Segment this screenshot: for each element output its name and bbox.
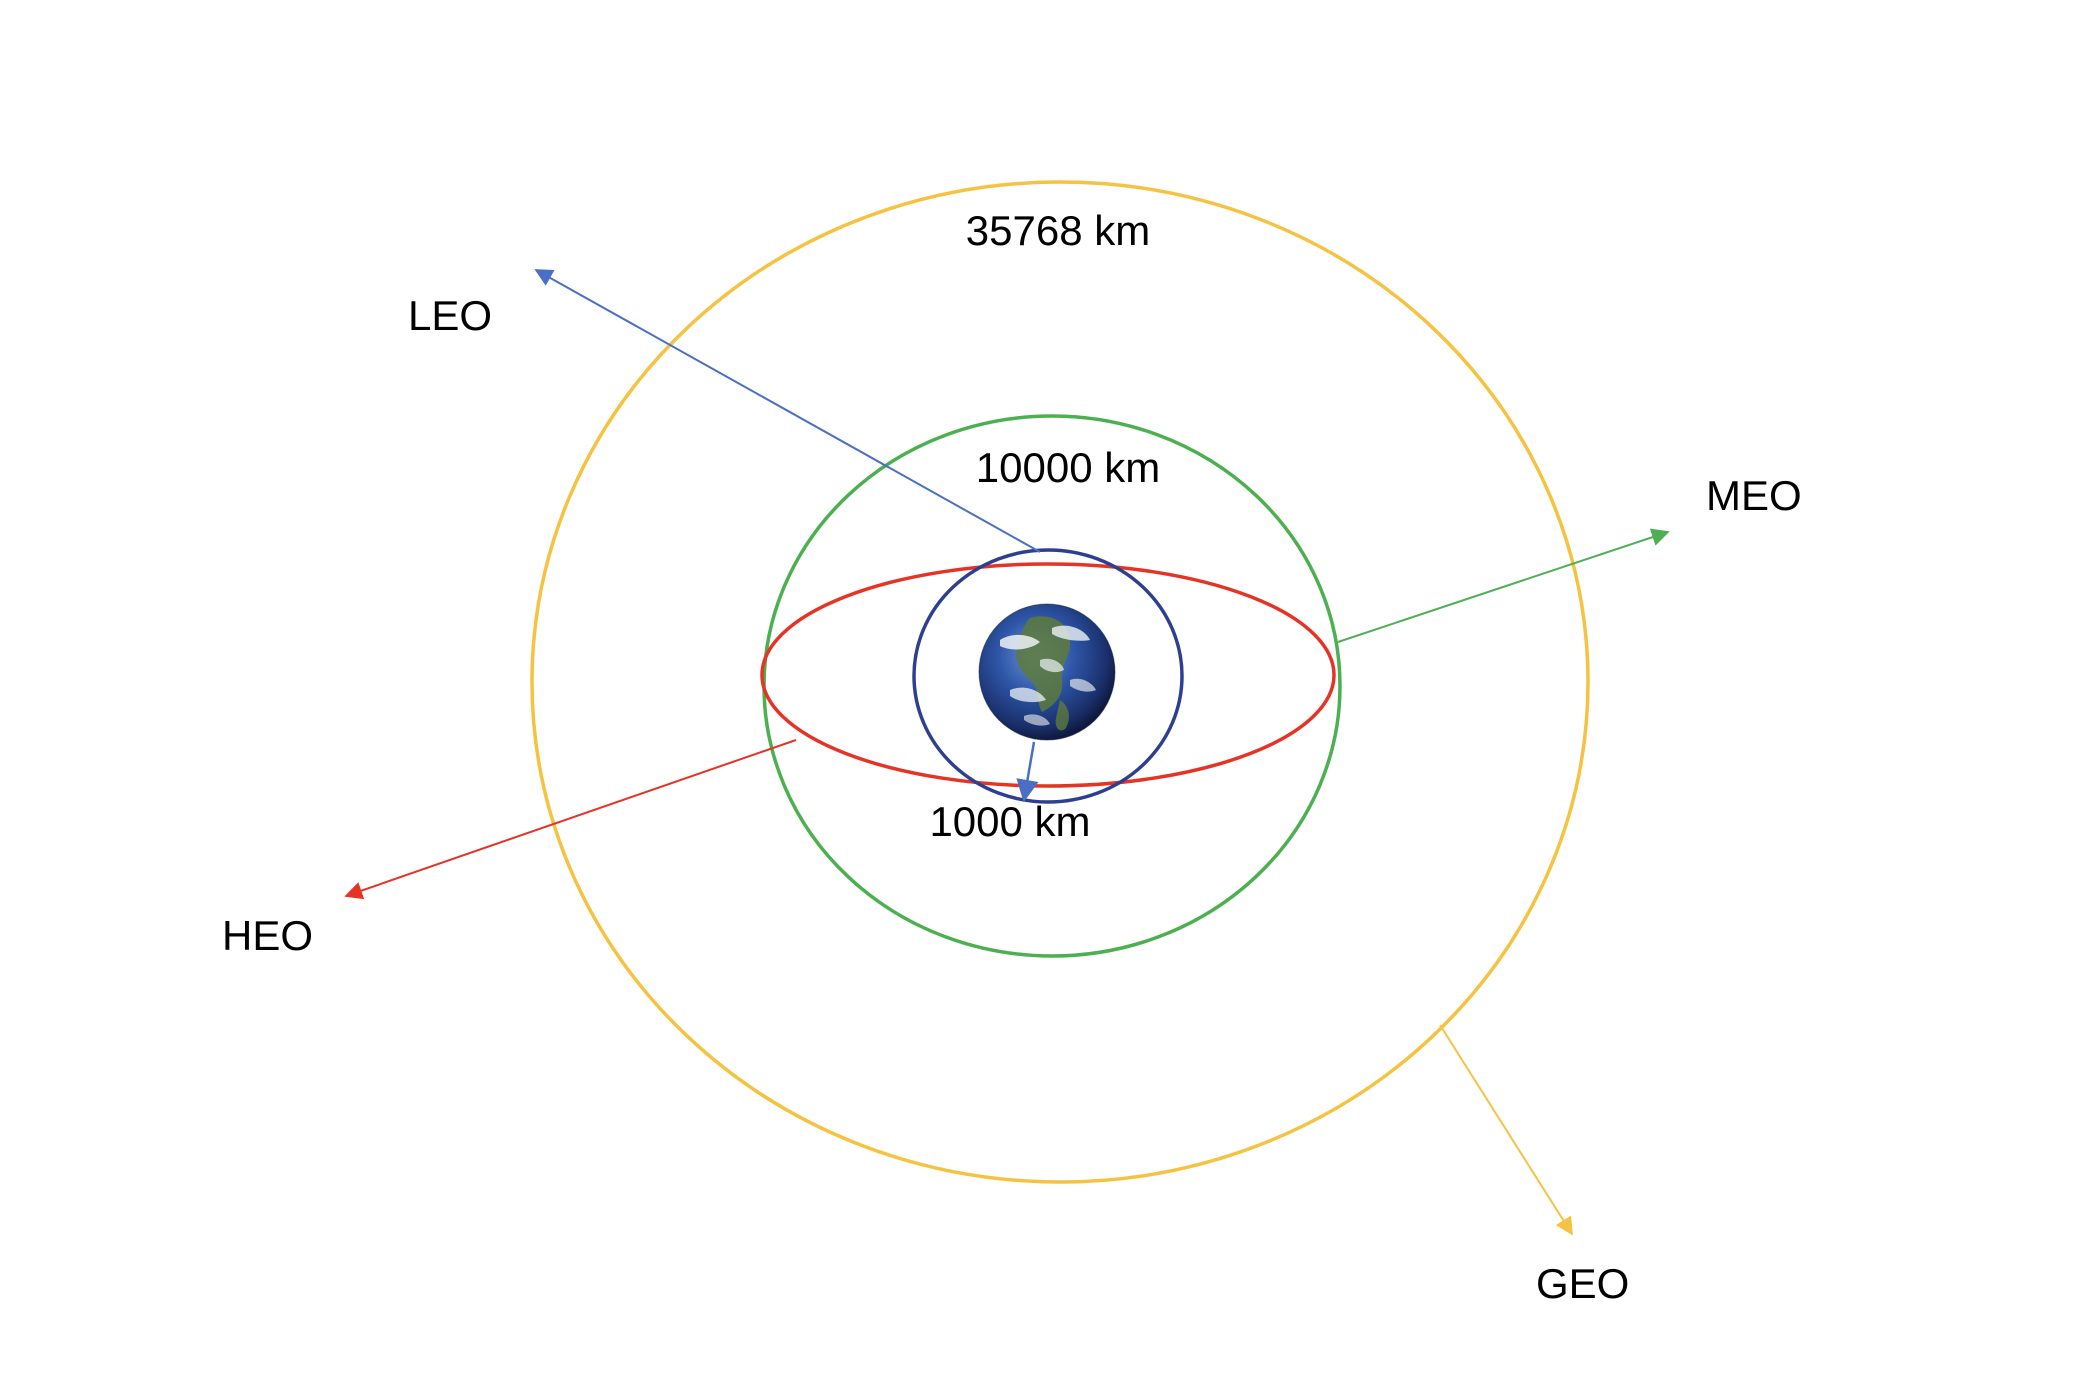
leo-label: LEO	[408, 292, 492, 339]
heo-label: HEO	[222, 912, 313, 959]
leo-altitude-label: 1000 km	[929, 798, 1090, 845]
leo-orbit	[912, 548, 1184, 804]
geo-pointer-arrow	[1439, 1024, 1573, 1236]
earth-globe-icon	[978, 603, 1116, 741]
heo-pointer-arrow	[344, 739, 797, 900]
geo-altitude-label: 35768 km	[966, 207, 1150, 254]
meo-pointer-arrow	[1337, 528, 1670, 643]
leo-altitude-arrow	[1016, 741, 1039, 803]
leo-pointer-arrow	[534, 269, 1041, 553]
heo-orbit	[760, 562, 1336, 788]
meo-label: MEO	[1706, 472, 1802, 519]
geo-orbit	[530, 180, 1590, 1184]
geo-label: GEO	[1536, 1260, 1629, 1307]
meo-altitude-label: 10000 km	[976, 444, 1160, 491]
